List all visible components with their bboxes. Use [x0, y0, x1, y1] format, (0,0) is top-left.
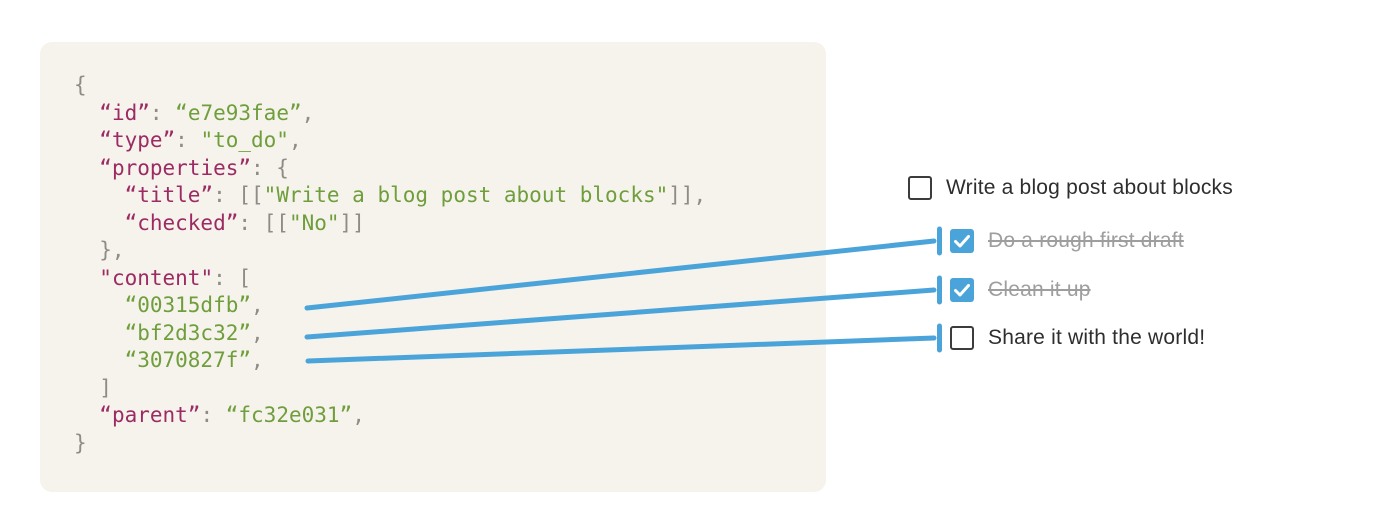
todo-label[interactable]: Share it with the world! [988, 326, 1206, 349]
todo-label[interactable]: Do a rough first draft [988, 229, 1184, 252]
code-token-string: "Write a blog post about blocks" [263, 183, 669, 207]
todo-item: Share it with the world! [950, 326, 1205, 350]
code-token-punctuation: { [74, 73, 87, 97]
code-token-key: “parent” [99, 403, 201, 427]
todo-item: Do a rough first draft [950, 229, 1184, 253]
code-line: “3070827f”, [74, 347, 792, 375]
code-token-punctuation: ]] [339, 210, 365, 235]
code-token-punctuation: : [[ [213, 183, 264, 207]
code-line: “title”: [["Write a blog post about bloc… [74, 182, 792, 210]
code-line: “id”: “e7e93fae”, [74, 100, 792, 128]
code-line: "content": [ [74, 265, 792, 293]
checkmark-icon [954, 235, 970, 248]
code-token-punctuation [74, 403, 99, 427]
code-token-punctuation: ]], [668, 183, 707, 207]
code-token-punctuation [74, 293, 125, 317]
todo-label[interactable]: Clean it up [988, 278, 1091, 301]
code-line: “type”: "to_do", [74, 127, 792, 155]
code-token-string: “3070827f” [124, 348, 252, 372]
json-code-block: { “id”: “e7e93fae”, “type”: "to_do", “pr… [40, 42, 826, 492]
checkmark-icon [954, 284, 970, 297]
code-token-punctuation: }, [74, 238, 125, 262]
todo-item: Write a blog post about blocks [908, 176, 1233, 200]
code-token-string: “e7e93fae” [175, 100, 302, 125]
code-line: }, [74, 237, 792, 265]
code-token-punctuation [74, 211, 125, 235]
code-token-punctuation: ] [74, 375, 112, 400]
code-token-key: “id” [99, 100, 150, 125]
code-line: “parent”: “fc32e031”, [74, 402, 792, 430]
code-token-key: "content" [99, 265, 214, 290]
code-token-punctuation: , [251, 293, 264, 317]
code-token-string: “00315dfb” [124, 293, 252, 317]
code-token-string: “bf2d3c32” [124, 320, 252, 345]
code-line: ] [74, 375, 792, 403]
code-line: “bf2d3c32”, [74, 320, 792, 348]
code-line: “checked”: [["No"]] [74, 210, 792, 238]
code-token-string: "No" [288, 210, 340, 235]
code-token-punctuation: , [288, 128, 302, 152]
todo-label[interactable]: Write a blog post about blocks [946, 176, 1233, 199]
code-token-punctuation [74, 348, 125, 372]
code-line: “00315dfb”, [74, 292, 792, 320]
code-token-punctuation [74, 128, 99, 152]
code-token-punctuation: , [251, 320, 264, 345]
todo-checkbox-unchecked[interactable] [950, 326, 974, 350]
code-token-punctuation [74, 101, 99, 125]
code-line: { [74, 72, 792, 100]
code-token-punctuation: : [200, 403, 226, 427]
code-token-punctuation [74, 321, 125, 345]
code-token-key: “checked” [124, 210, 239, 235]
code-token-punctuation [74, 156, 99, 180]
todo-checkbox-unchecked[interactable] [908, 176, 932, 200]
todo-checkbox-checked[interactable] [950, 278, 974, 302]
code-token-punctuation: : [[ [238, 210, 289, 235]
code-token-punctuation: : [149, 100, 176, 125]
code-token-punctuation: : { [251, 155, 289, 180]
code-line: “properties”: { [74, 155, 792, 183]
code-token-key: “type” [99, 128, 176, 152]
code-token-punctuation: } [74, 430, 87, 455]
code-token-key: “title” [124, 183, 214, 207]
code-token-punctuation [74, 183, 125, 207]
code-token-string: “fc32e031” [225, 403, 353, 427]
code-token-punctuation: , [251, 348, 264, 372]
code-token-key: “properties” [99, 155, 252, 180]
code-token-string: "to_do" [200, 128, 289, 152]
code-token-punctuation: : [175, 128, 201, 152]
todo-item: Clean it up [950, 278, 1091, 302]
code-line: } [74, 430, 792, 458]
code-token-punctuation: , [301, 100, 315, 125]
todo-checkbox-checked[interactable] [950, 229, 974, 253]
code-token-punctuation: , [352, 403, 365, 427]
code-token-punctuation [74, 266, 99, 290]
code-token-punctuation: : [ [213, 265, 252, 290]
